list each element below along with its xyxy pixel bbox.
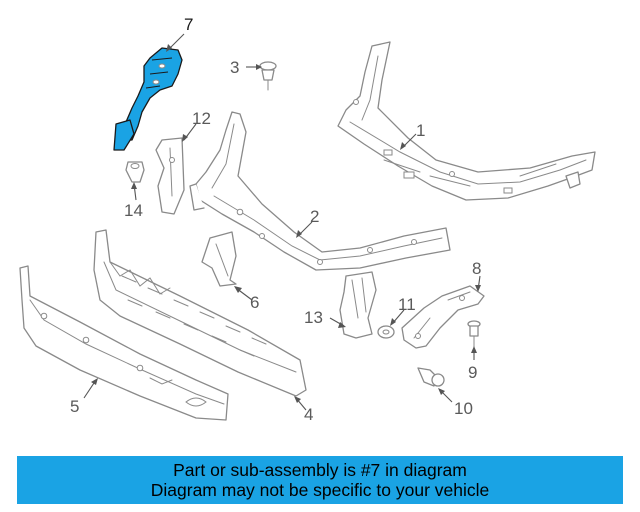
- callout-7[interactable]: 7: [184, 15, 193, 34]
- part-12-bracket[interactable]: [155, 137, 185, 215]
- banner-line-2: Diagram may not be specific to your vehi…: [150, 480, 490, 500]
- callout-4[interactable]: 4: [304, 405, 313, 424]
- callout-1[interactable]: 1: [416, 121, 425, 140]
- callout-12[interactable]: 12: [192, 109, 211, 128]
- part-1-upper-rail[interactable]: [337, 41, 596, 201]
- info-banner: Part or sub-assembly is #7 in diagram Di…: [17, 456, 623, 504]
- part-9-screw[interactable]: [467, 320, 481, 349]
- callout-6[interactable]: 6: [250, 293, 259, 312]
- callout-numbers: 7 3 1 12 14 2 6 8 13 11 9 10 5 4: [70, 15, 481, 424]
- parts-diagram: 7 3 1 12 14 2 6 8 13 11 9 10 5 4: [19, 15, 596, 424]
- part-2-lower-rail[interactable]: [189, 111, 451, 271]
- leader-lines: [83, 33, 481, 411]
- callout-11[interactable]: 11: [398, 295, 416, 314]
- part-4-absorber[interactable]: [93, 229, 307, 397]
- part-8-side-bracket[interactable]: [401, 285, 485, 349]
- part-5-reinforcement[interactable]: [19, 265, 229, 421]
- callout-2[interactable]: 2: [310, 207, 319, 226]
- part-7-bracket-highlighted[interactable]: [113, 47, 183, 151]
- part-14-clip[interactable]: [125, 161, 145, 183]
- callout-9[interactable]: 9: [468, 363, 477, 382]
- part-3-bolt[interactable]: [259, 61, 277, 91]
- callout-3[interactable]: 3: [230, 58, 239, 77]
- callout-14[interactable]: 14: [124, 201, 143, 220]
- callout-10[interactable]: 10: [454, 399, 473, 418]
- part-10-bolt[interactable]: [417, 367, 445, 387]
- banner-line-1: Part or sub-assembly is #7 in diagram: [173, 460, 467, 480]
- callout-8[interactable]: 8: [472, 259, 481, 278]
- part-11-nut[interactable]: [377, 325, 395, 339]
- part-13-bracket[interactable]: [339, 271, 377, 339]
- callout-5[interactable]: 5: [70, 397, 79, 416]
- part-6-plate[interactable]: [201, 231, 237, 287]
- callout-13[interactable]: 13: [304, 308, 323, 327]
